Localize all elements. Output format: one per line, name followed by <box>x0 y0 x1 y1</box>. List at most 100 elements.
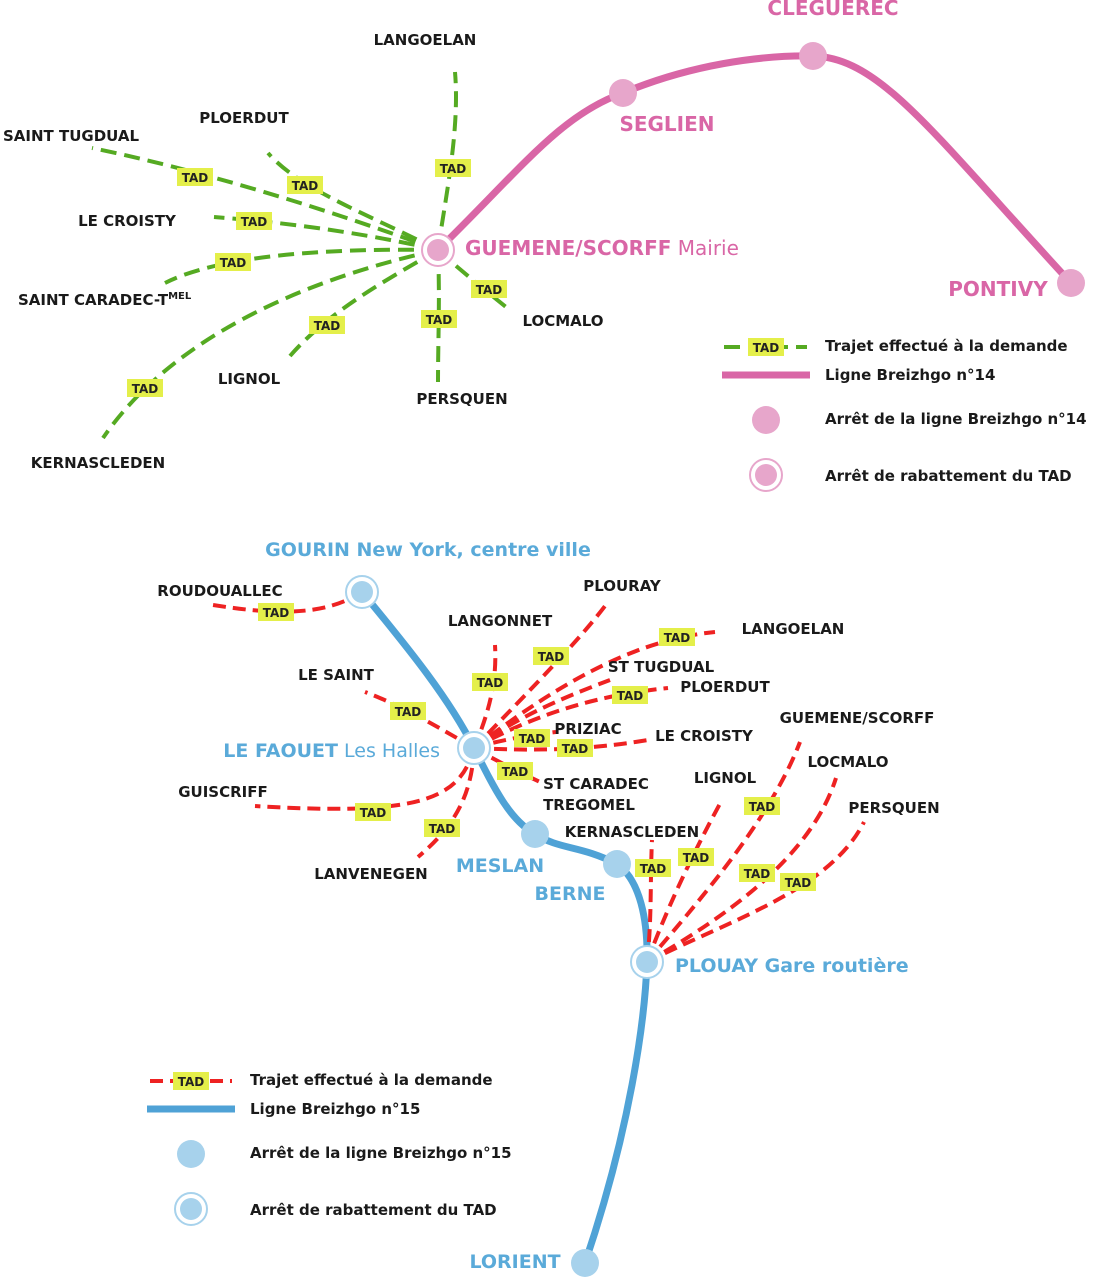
place-ploerdut: PLOERDUT <box>199 109 289 127</box>
tad-badge-label: TAD <box>477 676 504 690</box>
tad-route-roudouallec <box>206 590 364 614</box>
legend-line-label: Ligne Breizhgo n°15 <box>250 1100 420 1118</box>
place-locmalo: LOCMALO <box>807 753 888 771</box>
tad-badge: TAD <box>287 176 323 194</box>
place-le-croisty: LE CROISTY <box>655 727 754 745</box>
place-ploerdut: PLOERDUT <box>680 678 770 696</box>
map-line-14: TAD TAD TAD TAD TAD TAD TAD TAD TAD GUEM… <box>3 0 1087 492</box>
hub-label-guemene: GUEMENE/SCORFF Mairie <box>465 236 739 260</box>
tad-badge: TAD <box>177 168 213 186</box>
tad-route-ploerdut <box>473 686 669 750</box>
place-langoelan: LANGOELAN <box>374 31 477 49</box>
legend-tad-badge: TAD <box>748 338 784 356</box>
place-saint-caradec-sup: MEL <box>168 291 192 302</box>
tad-badge: TAD <box>739 864 775 882</box>
place-le-saint: LE SAINT <box>298 666 375 684</box>
tad-route-plouray <box>472 600 610 750</box>
tad-badge: TAD <box>659 628 695 646</box>
tad-badge: TAD <box>471 280 507 298</box>
stop-label-plouay: PLOUAY Gare routière <box>675 955 909 977</box>
feeder-stop-plouay <box>630 945 664 979</box>
tad-badge-label: TAD <box>182 171 209 185</box>
legend-line-15: TAD Trajet effectué à la demande Ligne B… <box>147 1071 512 1226</box>
place-guiscriff: GUISCRIFF <box>178 783 268 801</box>
tad-badge: TAD <box>258 603 294 621</box>
tad-badge-label: TAD <box>314 319 341 333</box>
tad-badge-label: TAD <box>640 862 667 876</box>
place-guemene: GUEMENE/SCORFF <box>780 709 935 727</box>
tad-badge: TAD <box>557 739 593 757</box>
legend-stop-label: Arrêt de la ligne Breizhgo n°14 <box>825 410 1087 428</box>
stop-seglien <box>609 79 637 107</box>
legend-tad-label: Trajet effectué à la demande <box>825 337 1068 355</box>
hub-label-bold: GUEMENE/SCORFF <box>465 236 671 260</box>
place-persquen: PERSQUEN <box>848 799 939 817</box>
tad-badge: TAD <box>309 316 345 334</box>
tad-badge: TAD <box>635 859 671 877</box>
stop-label-pontivy: PONTIVY <box>948 277 1048 301</box>
stop-berne <box>603 850 631 878</box>
tad-badge-label: TAD <box>749 800 776 814</box>
stop-pontivy <box>1057 269 1085 297</box>
le-faouet-bold: LE FAOUET <box>223 740 338 762</box>
tad-route-guemene <box>645 741 802 964</box>
place-priziac: PRIZIAC <box>554 720 621 738</box>
legend-tad-badge-label: TAD <box>178 1075 205 1089</box>
tad-badge-label: TAD <box>476 283 503 297</box>
tad-badges-line-15: TAD TAD TAD TAD TAD TAD TAD TAD TAD TAD … <box>258 603 816 891</box>
tad-route-lignol <box>288 248 440 358</box>
legend-stop-swatch <box>752 406 780 434</box>
tad-route-kernascleden <box>101 248 439 440</box>
place-kernascleden: KERNASCLEDEN <box>31 454 165 472</box>
tad-badge: TAD <box>780 873 816 891</box>
tad-badge-label: TAD <box>263 606 290 620</box>
stop-label-meslan: MESLAN <box>456 855 544 877</box>
legend-feeder-swatch <box>749 458 783 492</box>
place-lanvenegen: LANVENEGEN <box>314 865 428 883</box>
place-le-croisty: LE CROISTY <box>78 212 177 230</box>
stop-label-gourin: GOURIN New York, centre ville <box>265 539 591 561</box>
place-saint-caradec-main: SAINT CARADEC-T <box>18 291 169 309</box>
tad-route-ploerdut <box>266 151 439 252</box>
breizhgo-line-14 <box>434 52 1075 287</box>
place-lignol: LIGNOL <box>218 370 281 388</box>
tad-route-guiscriff <box>254 747 476 811</box>
stop-cleguerec <box>799 42 827 70</box>
tad-badge: TAD <box>390 702 426 720</box>
stop-label-cleguerec: CLEGUEREC <box>767 0 898 20</box>
legend-feeder-label: Arrêt de rabattement du TAD <box>250 1201 497 1219</box>
place-saint-tugdual: SAINT TUGDUAL <box>3 127 140 145</box>
tad-badge-label: TAD <box>538 650 565 664</box>
tad-badge-label: TAD <box>292 179 319 193</box>
tad-badge-label: TAD <box>562 742 589 756</box>
tad-badge: TAD <box>514 729 550 747</box>
legend-line-14: TAD Trajet effectué à la demande Ligne B… <box>722 337 1087 492</box>
place-st-tugdual: ST TUGDUAL <box>608 658 715 676</box>
tad-badge: TAD <box>424 819 460 837</box>
place-kernascleden: KERNASCLEDEN <box>565 823 699 841</box>
legend-tad-badge-label: TAD <box>753 341 780 355</box>
tad-route-lignol <box>645 799 724 963</box>
tad-badge: TAD <box>612 686 648 704</box>
legend-stop-label: Arrêt de la ligne Breizhgo n°15 <box>250 1144 512 1162</box>
place-persquen: PERSQUEN <box>416 390 507 408</box>
tad-route-langoelan <box>472 630 716 750</box>
tad-routes-line-14 <box>91 71 508 440</box>
tad-badge: TAD <box>236 212 272 230</box>
tad-badge: TAD <box>215 253 251 271</box>
tad-badge-label: TAD <box>220 256 247 270</box>
tad-badge-label: TAD <box>132 382 159 396</box>
place-st-caradec: ST CARADEC <box>543 775 649 793</box>
tad-badge-label: TAD <box>664 631 691 645</box>
tad-badge: TAD <box>744 797 780 815</box>
tad-badge-label: TAD <box>519 732 546 746</box>
stop-label-seglien: SEGLIEN <box>619 112 714 136</box>
tad-badge-label: TAD <box>785 876 812 890</box>
tad-badge-label: TAD <box>395 705 422 719</box>
place-langonnet: LANGONNET <box>448 612 553 630</box>
stop-label-le-faouet: LE FAOUET Les Halles <box>223 740 440 762</box>
tad-routes-plouay <box>645 741 866 964</box>
feeder-stop-guemene <box>421 233 455 267</box>
feeder-stop-le-faouet <box>457 731 491 765</box>
